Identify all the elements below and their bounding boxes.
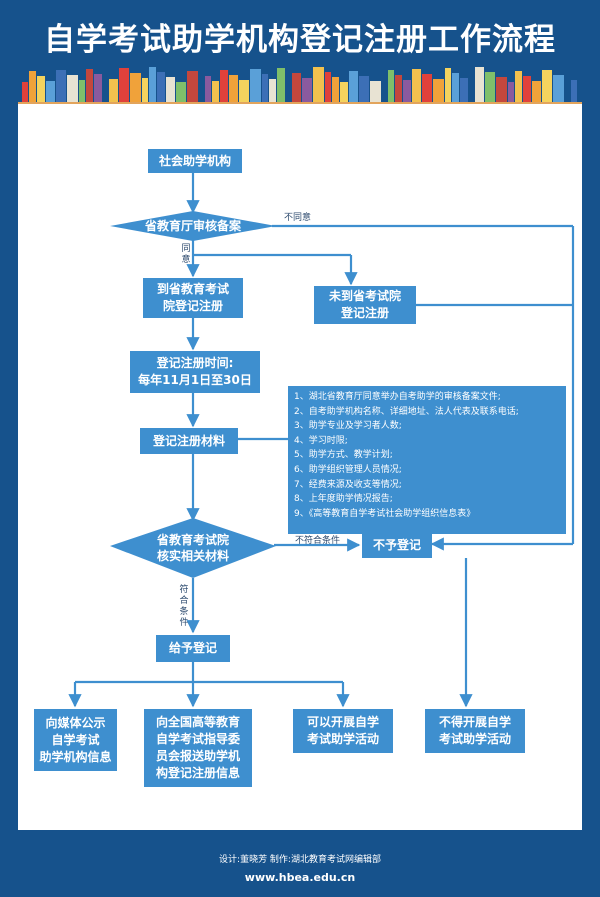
- materials-item: 7、经费来源及收支等情况;: [294, 479, 402, 490]
- node-not-registered: 未到省考试院 登记注册: [314, 286, 416, 324]
- book-spine: [370, 81, 381, 102]
- book-spine: [395, 75, 402, 102]
- materials-item: 9、《高等教育自学考试社会助学组织信息表》: [294, 508, 476, 519]
- book-spine: [445, 68, 451, 102]
- book-spine: [119, 68, 129, 102]
- node-start: 社会助学机构: [148, 149, 242, 173]
- book-spine: [262, 74, 268, 102]
- edge-label-qualified: 符合条件: [179, 585, 189, 628]
- book-spine: [56, 70, 66, 102]
- book-spine: [79, 80, 85, 102]
- book-spine: [460, 78, 468, 102]
- materials-item: 5、助学方式、教学计划;: [294, 450, 393, 461]
- book-spine: [496, 77, 507, 102]
- book-spine: [292, 73, 301, 102]
- edge-label-not-qualified: 不符合条件: [295, 536, 341, 546]
- book-spine: [485, 72, 495, 102]
- decision-review-label: 省教育厅审核备案: [144, 219, 241, 233]
- node-outcome-forbidden: 不得开展自学 考试助学活动: [425, 709, 525, 753]
- book-spine: [205, 76, 211, 102]
- book-spine: [349, 71, 358, 102]
- book-spine: [422, 74, 432, 102]
- book-spine: [212, 81, 219, 102]
- book-spine: [94, 74, 102, 102]
- book-spine: [176, 82, 186, 102]
- book-spine: [277, 68, 285, 102]
- materials-item: 6、助学组织管理人员情况;: [294, 464, 402, 475]
- node-registration-time: 登记注册时间: 每年11月1日至30日: [130, 351, 260, 393]
- book-spine: [542, 70, 552, 102]
- book-spine: [250, 69, 261, 102]
- edge-label-disagree: 不同意: [284, 213, 312, 223]
- book-spine: [67, 75, 78, 102]
- book-spine: [508, 82, 514, 102]
- node-register-at-institute: 到省教育考试 院登记注册: [143, 278, 243, 318]
- decision-review: [110, 211, 276, 241]
- book-spine: [130, 73, 141, 102]
- book-spine: [359, 76, 369, 102]
- book-spine: [302, 78, 312, 102]
- book-spine: [325, 72, 331, 102]
- book-spine: [388, 70, 394, 102]
- book-spine: [149, 67, 156, 102]
- node-grant: 给予登记: [156, 635, 230, 662]
- node-outcome-media: 向媒体公示 自学考试 助学机构信息: [34, 709, 117, 771]
- book-spine: [412, 69, 421, 102]
- materials-list-box: 1、湖北省教育厅同意举办自考助学的审核备案文件; 2、自考助学机构名称、详细地址…: [288, 386, 566, 534]
- book-spine: [142, 78, 148, 102]
- book-spine: [109, 79, 118, 102]
- book-spine: [37, 76, 45, 102]
- node-outcome-report: 向全国高等教育 自学考试指导委 员会报送助学机 构登记注册信息: [144, 709, 252, 787]
- book-spine: [433, 79, 444, 102]
- book-spine: [313, 67, 324, 102]
- materials-item: 3、助学专业及学习者人数;: [294, 421, 402, 432]
- book-spine: [46, 81, 55, 102]
- book-spine: [475, 67, 484, 102]
- book-spine: [166, 77, 175, 102]
- book-spine: [29, 71, 36, 102]
- page-title: 自学考试助学机构登记注册工作流程: [44, 22, 556, 58]
- book-spine: [187, 71, 198, 102]
- book-spine: [452, 73, 459, 102]
- book-spine: [220, 70, 228, 102]
- node-deny: 不予登记: [362, 532, 432, 558]
- book-spine: [340, 82, 348, 102]
- node-materials: 登记注册材料: [140, 428, 238, 454]
- book-spine: [523, 76, 531, 102]
- decision-verify: [110, 518, 276, 578]
- footer-url: www.hbea.edu.cn: [244, 871, 356, 884]
- book-spine: [515, 71, 522, 102]
- materials-item: 1、湖北省教育厅同意举办自考助学的审核备案文件;: [294, 392, 501, 402]
- book-spine: [553, 75, 564, 102]
- book-spine: [571, 80, 577, 102]
- book-spine: [229, 75, 238, 102]
- book-spine: [22, 82, 28, 102]
- edge-label-agree: 同意: [181, 244, 191, 265]
- book-spine: [403, 80, 411, 102]
- book-spine: [532, 81, 541, 102]
- book-spine: [157, 72, 165, 102]
- node-outcome-allowed: 可以开展自学 考试助学活动: [293, 709, 393, 753]
- book-spine: [86, 69, 93, 102]
- book-spine: [332, 77, 339, 102]
- book-spine: [239, 80, 249, 102]
- materials-item: 4、学习时限;: [294, 435, 348, 446]
- decision-verify-label: 省教育考试院 核实相关材料: [156, 533, 229, 563]
- footer-credits: 设计:董晓芳 制作:湖北教育考试网编辑部: [219, 855, 381, 865]
- book-spine: [269, 79, 276, 102]
- materials-item: 8、上年度助学情况报告;: [294, 494, 393, 505]
- materials-item: 2、自考助学机构名称、详细地址、法人代表及联系电话;: [294, 406, 519, 417]
